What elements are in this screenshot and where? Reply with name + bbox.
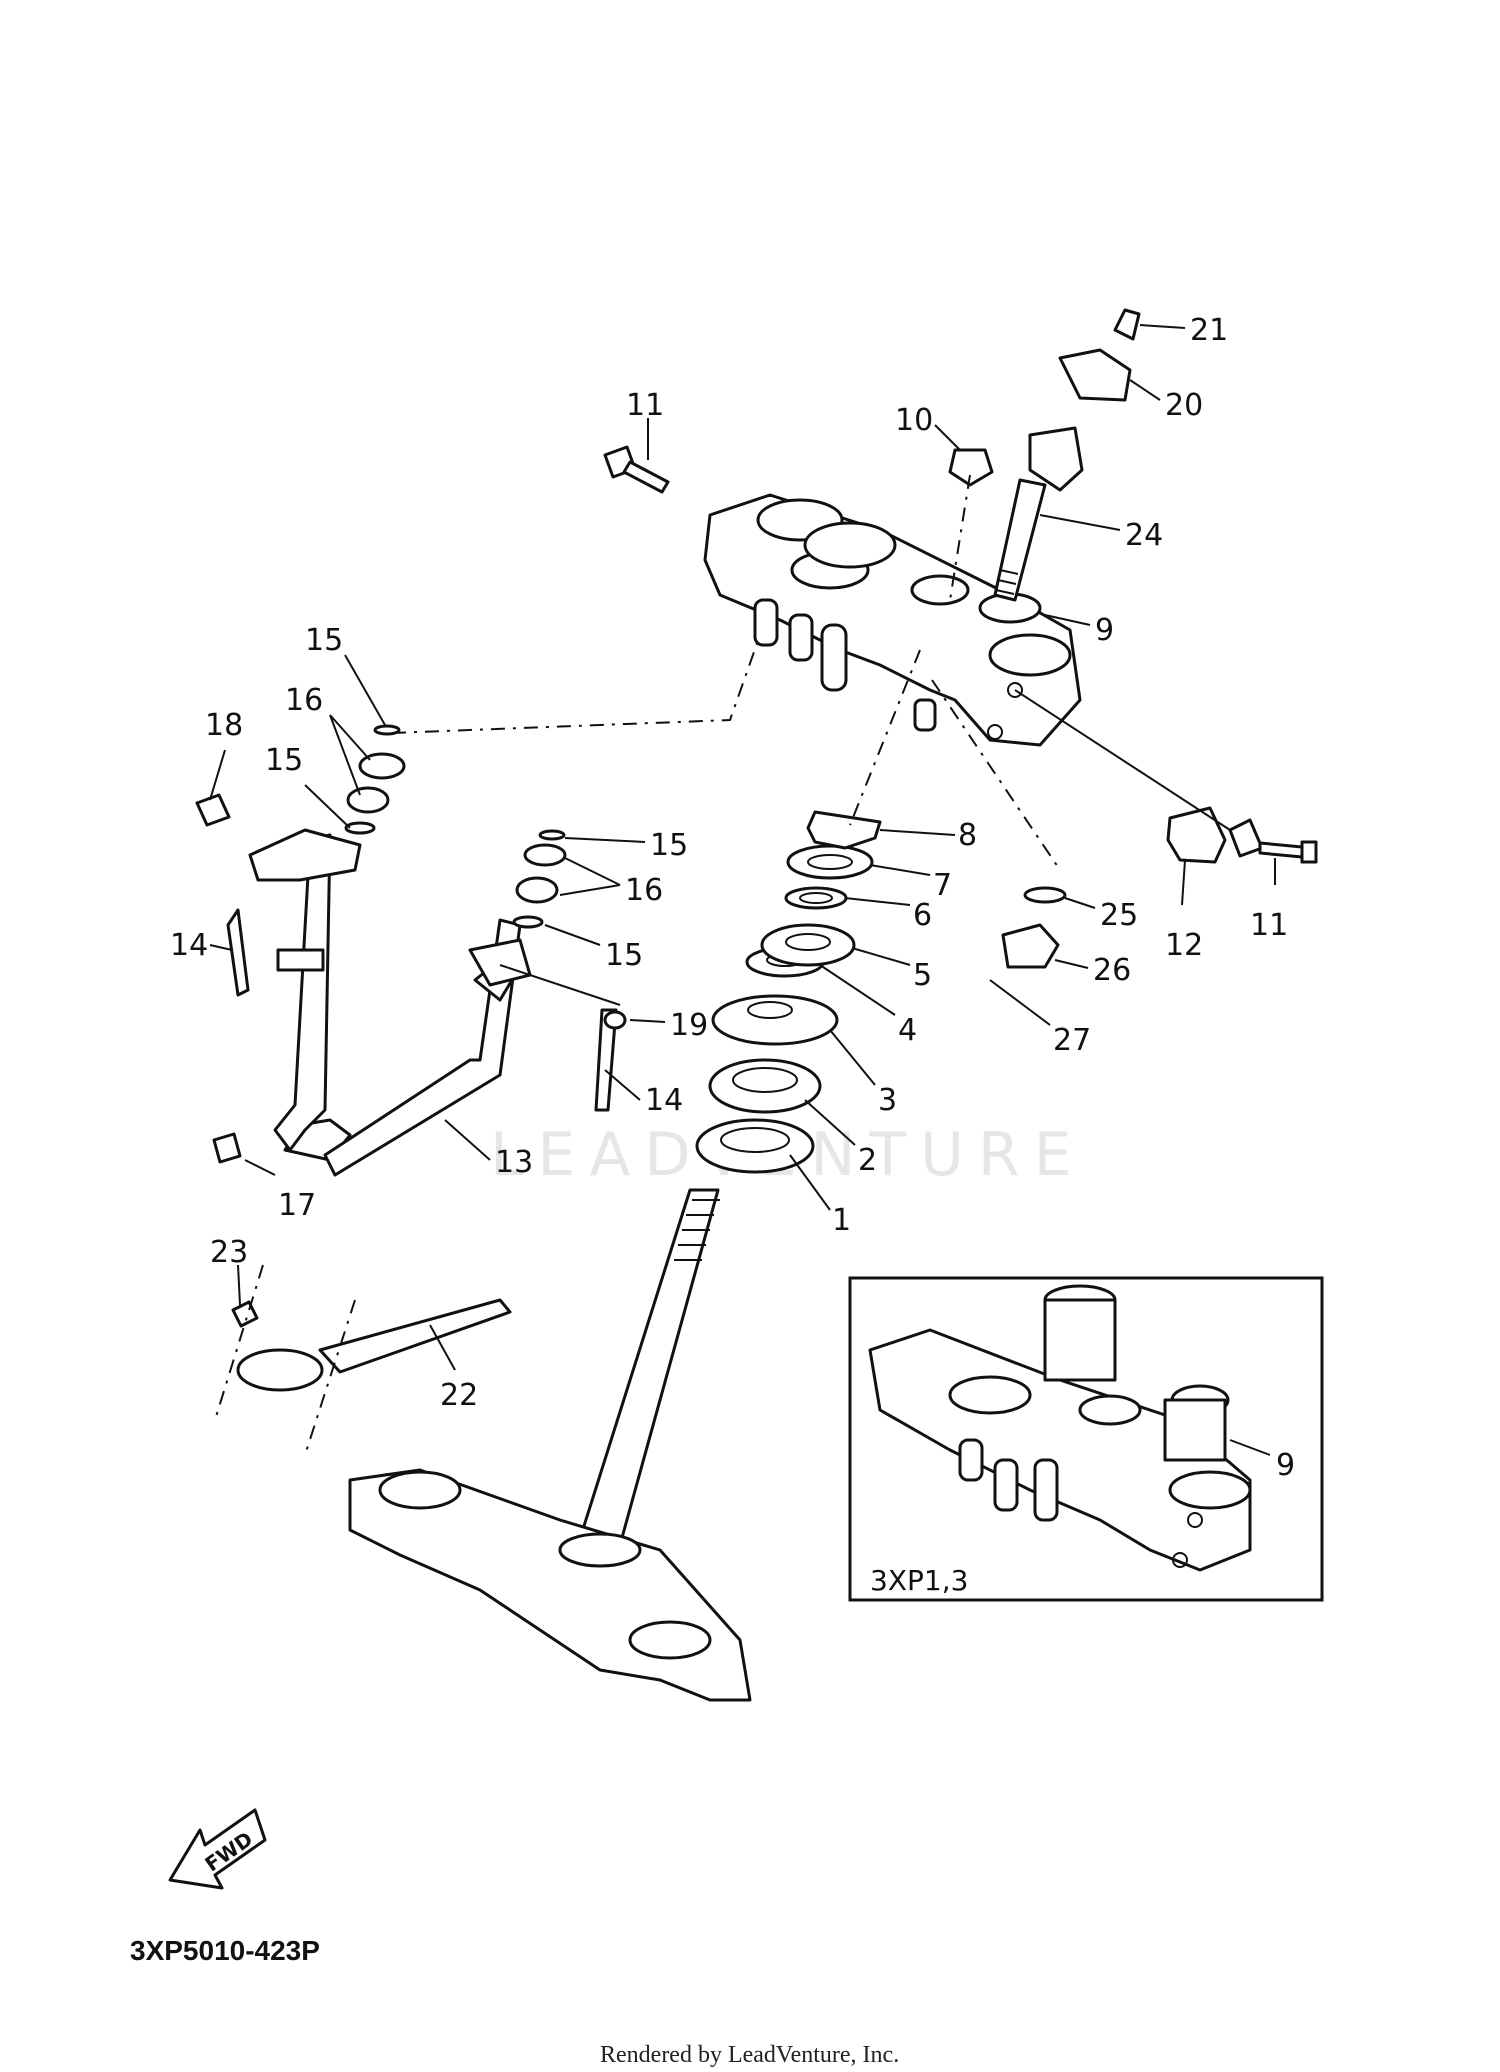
inset-callout-9: 9 [1276, 1448, 1295, 1483]
callout-8: 8 [958, 818, 977, 853]
fwd-arrow: FWD [168, 1808, 267, 1890]
callout-13: 13 [495, 1145, 533, 1180]
callout-19: 19 [670, 1008, 708, 1043]
callout-18: 18 [205, 708, 243, 743]
callout-16-left: 16 [285, 683, 323, 718]
callout-6: 6 [913, 898, 932, 933]
callout-12: 12 [1165, 928, 1203, 963]
callout-15-c: 15 [650, 828, 688, 863]
bolt-11-left [603, 445, 670, 494]
callout-10: 10 [895, 403, 933, 438]
callout-26: 26 [1093, 953, 1131, 988]
callout-1: 1 [832, 1203, 851, 1238]
callout-24: 24 [1125, 518, 1163, 553]
holder-22 [214, 1264, 512, 1456]
callout-21: 21 [1190, 313, 1228, 348]
callout-16-right: 16 [625, 873, 663, 908]
callout-4: 4 [898, 1013, 917, 1048]
callout-7: 7 [933, 868, 952, 903]
part-code: 3XP5010-423P [130, 1935, 320, 1966]
inset-3xp1-3: 9 3XP1,3 [848, 1276, 1324, 1602]
steering-stem [348, 1188, 752, 1702]
callout-11-top: 11 [626, 388, 664, 423]
callout-14-right: 14 [645, 1083, 683, 1118]
callout-27: 27 [1053, 1023, 1091, 1058]
callout-15-d: 15 [605, 938, 643, 973]
callout-23: 23 [210, 1235, 248, 1270]
callout-3: 3 [878, 1083, 897, 1118]
clamp-12-group [989, 806, 1318, 1011]
callout-11-right: 11 [1250, 908, 1288, 943]
handlebar-holder [948, 308, 1141, 602]
callout-15-a: 15 [305, 623, 343, 658]
cable-guide-13 [248, 828, 532, 1177]
callout-9: 9 [1095, 613, 1114, 648]
inset-label: 3XP1,3 [870, 1564, 968, 1597]
callout-2: 2 [858, 1143, 877, 1178]
small-parts-left [195, 724, 627, 1164]
callouts: 1 2 3 4 5 6 7 8 9 10 11 11 12 13 14 14 1… [170, 313, 1288, 1413]
callout-15-b: 15 [265, 743, 303, 778]
callout-25: 25 [1100, 898, 1138, 933]
leader-lines [391, 474, 1231, 1006]
callout-20: 20 [1165, 388, 1203, 423]
bearing-stack [695, 810, 882, 1174]
upper-bracket [703, 493, 1082, 747]
callout-17: 17 [278, 1188, 316, 1223]
footer-credit: Rendered by LeadVenture, Inc. [600, 2042, 899, 2068]
callout-14-left: 14 [170, 928, 208, 963]
callout-22: 22 [440, 1378, 478, 1413]
callout-5: 5 [913, 958, 932, 993]
